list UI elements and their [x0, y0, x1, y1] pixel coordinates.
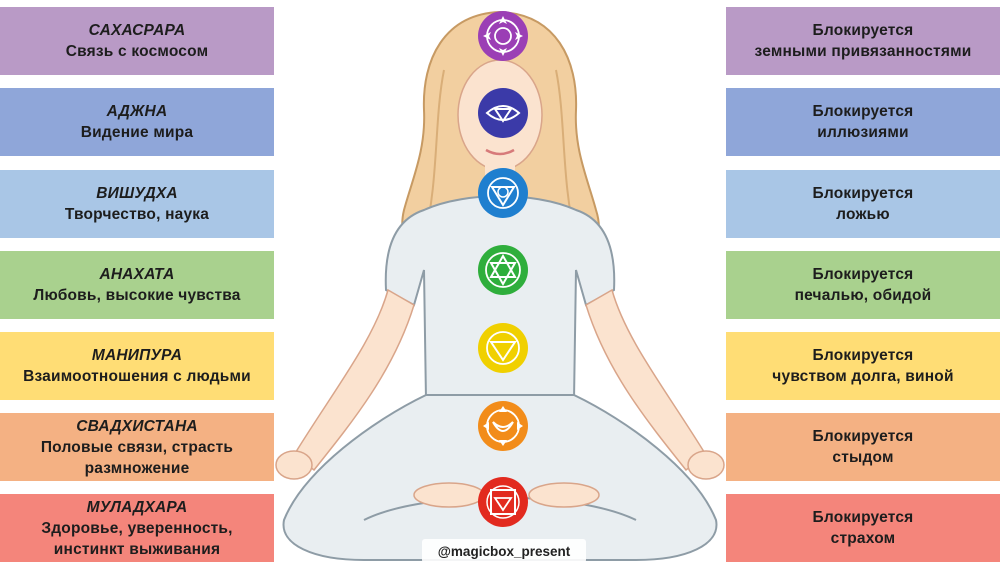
panel-anahata: АНАХАТА Любовь, высокие чувства — [0, 251, 274, 319]
panel-ajna: АДЖНА Видение мира — [0, 88, 274, 156]
panel-text: печалью, обидой — [794, 287, 932, 304]
panel-svadhisthana: СВАДХИСТАНА Половые связи, страсть размн… — [0, 413, 274, 481]
manipura-triangle-icon — [478, 323, 528, 373]
panel-text: Блокируется — [812, 266, 914, 283]
panel-text: Блокируется — [812, 185, 914, 202]
panel-manipura: МАНИПУРА Взаимоотношения с людьми — [0, 332, 274, 400]
panel-text: инстинкт выживания — [53, 540, 221, 558]
panel-block-anahata: Блокируется печалью, обидой — [726, 251, 1000, 319]
panel-text: Взаимоотношения с людьми — [23, 368, 251, 385]
panel-title: МАНИПУРА — [91, 347, 183, 364]
panel-title: МУЛАДХАРА — [86, 498, 188, 516]
panel-text: Блокируется — [812, 509, 914, 526]
panel-text: Блокируется — [812, 103, 914, 120]
panel-text: страхом — [830, 530, 896, 547]
panel-block-vishuddha: Блокируется ложью — [726, 170, 1000, 238]
panel-text: Любовь, высокие чувства — [33, 287, 241, 304]
panel-block-sahasrara: Блокируется земными привязанностями — [726, 7, 1000, 75]
panel-text: чувством долга, виной — [772, 368, 954, 385]
panel-vishuddha: ВИШУДХА Творчество, наука — [0, 170, 274, 238]
panel-title: АНАХАТА — [99, 266, 175, 283]
vishuddha-triangle-icon — [478, 168, 528, 218]
panel-sahasrara: САХАСРАРА Связь с космосом — [0, 7, 274, 75]
panel-text: ложью — [836, 206, 890, 223]
sahasrara-lotus-icon — [478, 11, 528, 61]
panel-text: Половые связи, страсть — [40, 438, 234, 456]
panel-text: размножение — [84, 459, 190, 477]
panel-title: ВИШУДХА — [96, 185, 178, 202]
panel-text: Блокируется — [812, 22, 914, 39]
anahata-hexagram-icon — [478, 245, 528, 295]
panel-text: Блокируется — [812, 347, 914, 364]
panel-text: Видение мира — [80, 124, 194, 141]
panel-text: Творчество, наука — [64, 206, 210, 223]
panel-block-manipura: Блокируется чувством долга, виной — [726, 332, 1000, 400]
panel-text: Здоровье, уверенность, — [41, 519, 233, 537]
ajna-eye-icon — [478, 88, 528, 138]
panel-text: стыдом — [832, 449, 894, 466]
watermark: @magicbox_present — [422, 539, 586, 563]
panel-block-muladhara: Блокируется страхом — [726, 494, 1000, 562]
svadhisthana-moon-icon — [478, 401, 528, 451]
panel-muladhara: МУЛАДХАРА Здоровье, уверенность, инстинк… — [0, 494, 274, 562]
panel-block-svadhisthana: Блокируется стыдом — [726, 413, 1000, 481]
panel-block-ajna: Блокируется иллюзиями — [726, 88, 1000, 156]
panel-title: СВАДХИСТАНА — [76, 417, 198, 435]
muladhara-square-icon — [478, 477, 528, 527]
panel-text: иллюзиями — [817, 124, 909, 141]
panel-title: САХАСРАРА — [88, 22, 186, 39]
panel-text: земными привязанностями — [754, 43, 972, 60]
panel-text: Связь с космосом — [65, 43, 209, 60]
panel-title: АДЖНА — [106, 103, 168, 120]
panel-text: Блокируется — [812, 428, 914, 445]
